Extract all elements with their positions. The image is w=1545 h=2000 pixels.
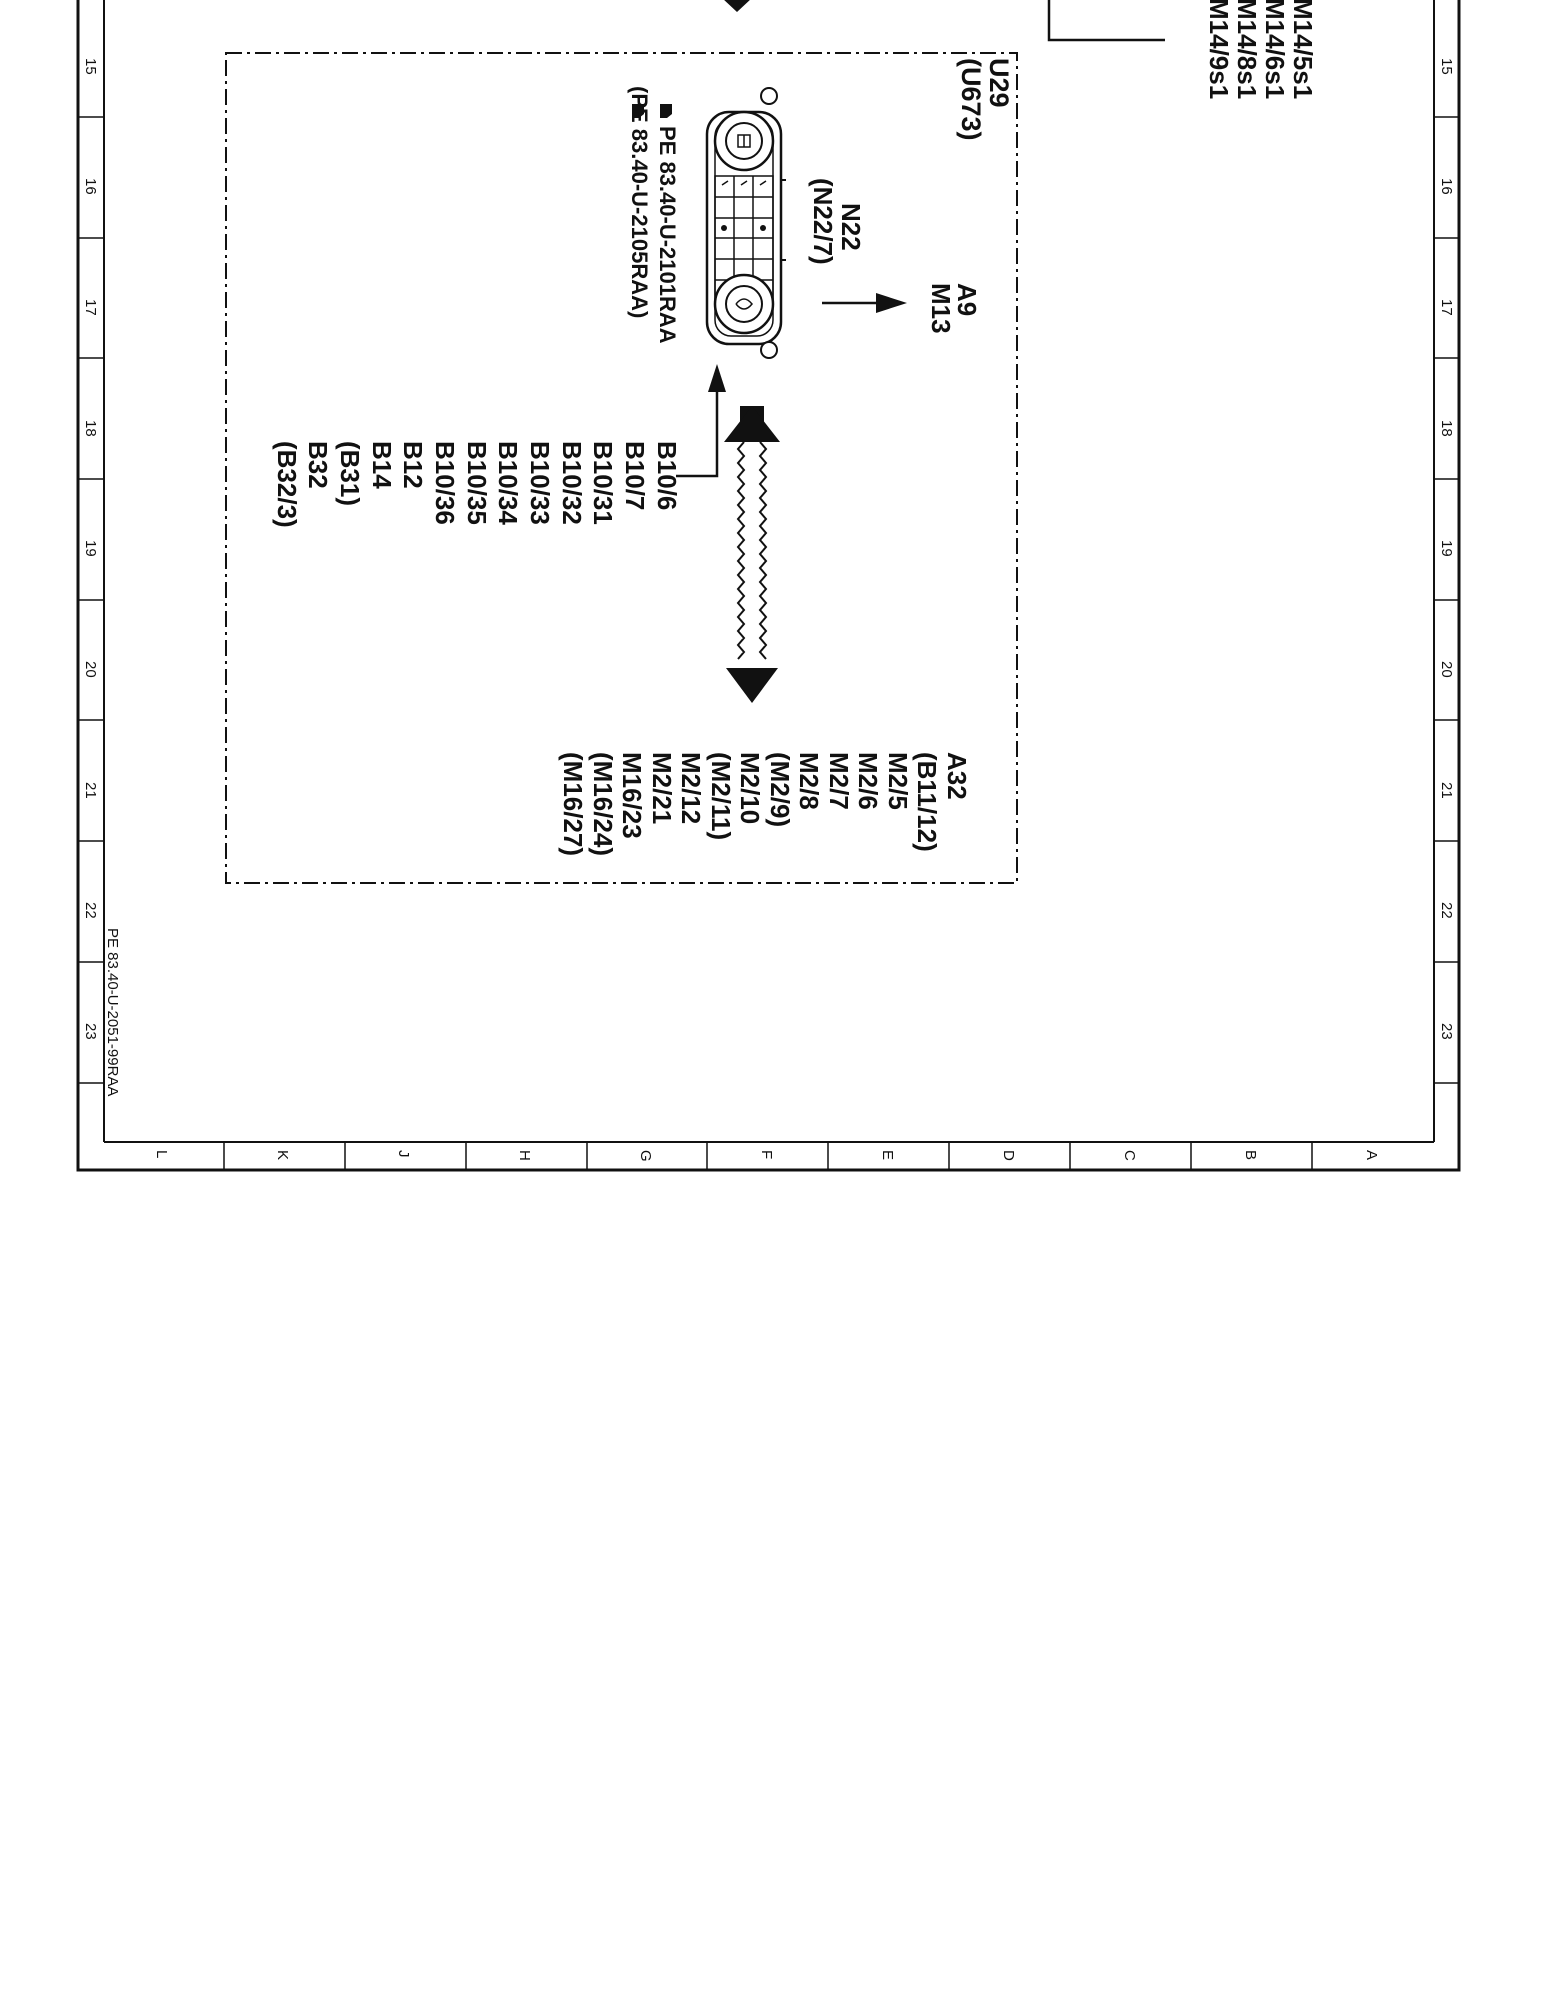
actuator-output-list: A32 (B11/12) M2/5 M2/6 M2/7 M2/8 (M2/9) … [558, 752, 972, 856]
control-unit-id: N22 [836, 203, 866, 251]
column-letter: J [395, 1150, 412, 1158]
column-letter: B [1242, 1150, 1259, 1160]
column-letters: L K J H G F E D C B A [153, 1150, 1380, 1162]
row-number: 21 [1438, 782, 1455, 799]
column-letter: L [153, 1150, 170, 1158]
module-boundary [225, 52, 1018, 884]
output-label: A9 [952, 283, 982, 316]
row-numbers-left: 15 16 17 18 19 20 21 22 23 [82, 58, 99, 1040]
row-number: 17 [1438, 299, 1455, 316]
actuator-output-label: M2/12 [676, 752, 706, 824]
reference-note: PE 83.40-U-2101RAA [655, 126, 680, 344]
column-letter: K [274, 1150, 291, 1160]
sensor-input-label: B10/33 [525, 441, 555, 525]
actuator-output-label: M16/23 [617, 752, 647, 839]
sensor-input-label: B10/31 [588, 441, 618, 525]
row-number: 19 [82, 540, 99, 557]
row-number: 16 [1438, 178, 1455, 195]
sensor-input-label: (B32/3) [272, 441, 302, 528]
row-number: 19 [1438, 540, 1455, 557]
sensor-input-label: B10/7 [620, 441, 650, 510]
actuator-output-label: M2/21 [647, 752, 677, 824]
row-number: 23 [82, 1023, 99, 1040]
sensor-input-label: (B31) [335, 441, 365, 506]
column-letter: G [637, 1150, 654, 1162]
row-numbers-right: 15 16 17 18 19 20 21 22 23 [1438, 58, 1455, 1040]
sensor-input-label: B14 [367, 441, 397, 489]
output-label: M13 [926, 283, 956, 334]
row-number: 16 [82, 178, 99, 195]
sensor-input-label: B10/35 [462, 441, 492, 525]
row-number: 20 [1438, 661, 1455, 678]
row-number: 22 [82, 902, 99, 919]
module-alt-id: (U673) [956, 58, 986, 141]
top-right-connector [1047, 0, 1165, 42]
drawing-id: PE 83.40-U-2051-99RAA [104, 928, 121, 1096]
row-number: 18 [1438, 420, 1455, 437]
temperature-knob-icon [713, 110, 775, 172]
outer-frame [76, 0, 1461, 1172]
column-letter: A [1363, 1150, 1380, 1160]
actuator-output-label: M2/6 [853, 752, 883, 810]
row-number: 15 [1438, 58, 1455, 75]
row-number: 18 [82, 420, 99, 437]
fan-knob-icon [713, 273, 775, 335]
column-letter: H [516, 1150, 533, 1161]
row-number: 17 [82, 299, 99, 316]
component-label: M14/9s1 [1204, 0, 1234, 99]
row-ticks [78, 116, 1459, 1084]
control-unit-alt-id: (N22/7) [808, 178, 838, 265]
input-arrow-head [708, 364, 726, 392]
control-panel-illustration [705, 87, 786, 359]
column-letter: C [1121, 1150, 1138, 1161]
pointer-icon [660, 104, 672, 118]
actuator-output-label: (M16/24) [588, 752, 618, 856]
top-right-labels: M14/5s1 M14/6s1 M14/8s1 M14/9s1 [1204, 0, 1318, 99]
component-label: M14/8s1 [1232, 0, 1262, 99]
sensor-input-label: B12 [398, 441, 428, 489]
actuator-output-label: M2/5 [883, 752, 913, 810]
actuator-output-label: M2/8 [794, 752, 824, 810]
row-number: 21 [82, 782, 99, 799]
column-letter: D [1000, 1150, 1017, 1161]
column-ticks [223, 1142, 1313, 1170]
sensor-input-list: B10/6 B10/7 B10/31 B10/32 B10/33 B10/34 … [272, 441, 682, 528]
actuator-output-label: (B11/12) [912, 752, 942, 852]
actuator-output-label: M2/7 [824, 752, 854, 810]
actuator-output-label: (M2/11) [706, 752, 736, 840]
component-label: M14/5s1 [1288, 0, 1318, 99]
row-number: 15 [82, 58, 99, 75]
actuator-output-label: A32 [942, 752, 972, 800]
top-partial-arrow [724, 0, 750, 12]
output-arrow-head [876, 293, 907, 313]
column-letter: F [758, 1150, 775, 1159]
module-id: U29 [984, 58, 1014, 108]
actuator-output-label: M2/10 [735, 752, 765, 824]
row-number: 23 [1438, 1023, 1455, 1040]
actuator-output-label: (M2/9) [765, 752, 795, 827]
sensor-input-label: B32 [303, 441, 333, 489]
actuator-output-label: (M16/27) [558, 752, 588, 856]
sensor-input-label: B10/34 [493, 441, 523, 525]
input-connector-line [676, 392, 719, 478]
sensor-input-label: B10/6 [652, 441, 682, 510]
component-label: M14/6s1 [1260, 0, 1290, 99]
bus-connection-icon [724, 406, 780, 703]
column-letter: E [879, 1150, 896, 1160]
pointer-icon [632, 104, 644, 118]
sensor-input-label: B10/36 [430, 441, 460, 525]
reference-note: (PE 83.40-U-2105RAA) [627, 86, 652, 318]
sensor-input-label: B10/32 [557, 441, 587, 525]
row-number: 20 [82, 661, 99, 678]
row-number: 22 [1438, 902, 1455, 919]
